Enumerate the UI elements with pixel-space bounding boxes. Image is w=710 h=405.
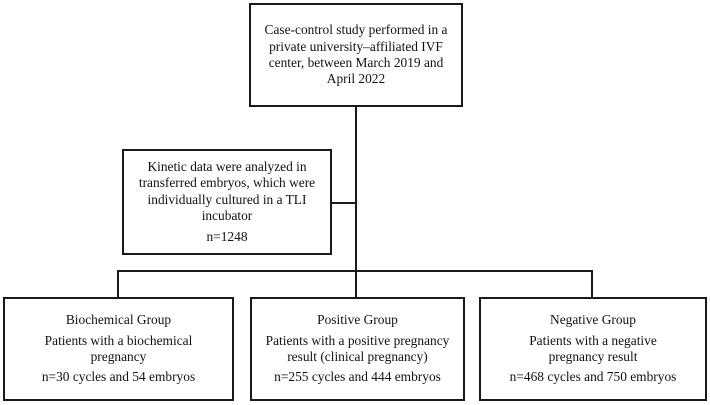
study-description-box: Case-control study performed in a privat… xyxy=(249,3,463,107)
kinetic-line-2: transferred embryos, which were xyxy=(138,175,316,191)
connector-top-trunk xyxy=(355,107,357,270)
negative-desc-line-2: pregnancy result xyxy=(548,349,638,364)
kinetic-data-box: Kinetic data were analyzed in transferre… xyxy=(122,149,332,255)
positive-desc-line-1: Patients with a positive pregnancy xyxy=(265,332,450,348)
positive-desc-line-2: result (clinical pregnancy) xyxy=(287,349,428,364)
negative-desc-line-1: Patients with a negative xyxy=(529,332,657,348)
negative-group-title: Negative Group xyxy=(550,312,636,328)
biochemical-group-title: Biochemical Group xyxy=(65,312,172,328)
biochemical-desc-line-2: pregnancy xyxy=(90,349,147,364)
positive-count: n=255 cycles and 444 embryos xyxy=(274,369,441,385)
kinetic-line-1: Kinetic data were analyzed in xyxy=(147,159,307,175)
study-line-1: Case-control study performed in a xyxy=(264,22,448,38)
positive-group-title: Positive Group xyxy=(317,312,398,328)
positive-group-box: Positive Group Patients with a positive … xyxy=(250,297,465,401)
study-line-3: center, between March 2019 and xyxy=(268,55,444,70)
biochemical-count: n=30 cycles and 54 embryos xyxy=(41,369,196,385)
connector-drop-positive xyxy=(355,270,357,297)
biochemical-group-box: Biochemical Group Patients with a bioche… xyxy=(3,297,234,401)
study-line-2: private university–affiliated IVF xyxy=(269,38,443,54)
negative-group-box: Negative Group Patients with a negative … xyxy=(479,297,707,401)
kinetic-count: n=1248 xyxy=(206,228,248,244)
negative-count: n=468 cycles and 750 embryos xyxy=(509,369,677,385)
kinetic-line-4: incubator xyxy=(201,208,253,224)
connector-drop-biochemical xyxy=(117,270,119,297)
kinetic-line-3: individually cultured in a TLI xyxy=(147,191,307,207)
study-line-4: April 2022 xyxy=(326,71,386,87)
biochemical-desc-line-1: Patients with a biochemical xyxy=(44,332,193,348)
connector-drop-negative xyxy=(591,270,593,297)
connector-kinetic-branch xyxy=(332,202,356,204)
